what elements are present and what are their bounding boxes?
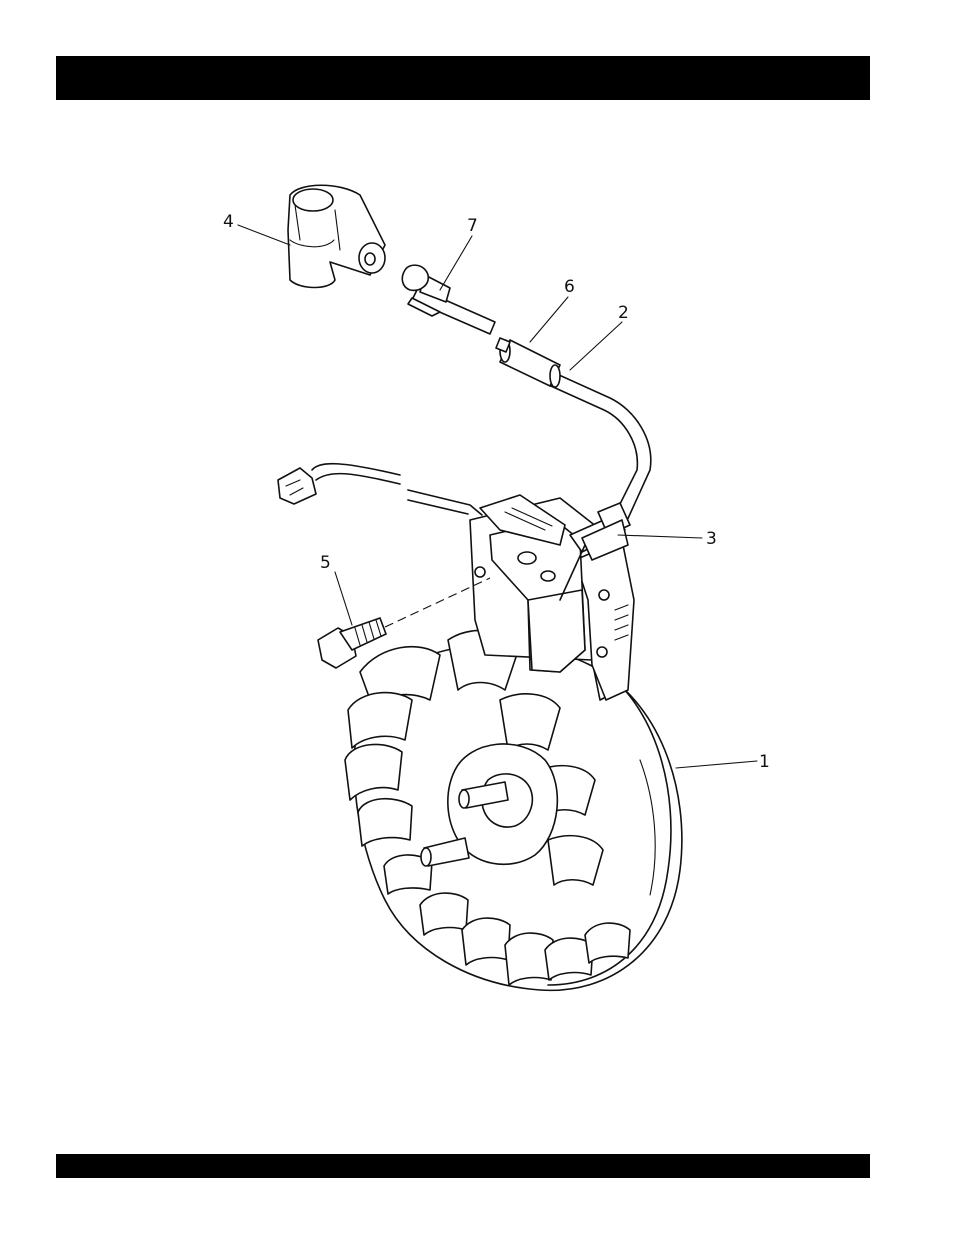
callout-4: 4 <box>223 212 234 232</box>
sleeve <box>496 338 560 387</box>
callout-5: 5 <box>320 553 331 573</box>
callout-2: 2 <box>618 303 629 323</box>
callout-7: 7 <box>467 216 478 236</box>
spark-plug-cap <box>288 185 385 287</box>
callout-6: 6 <box>564 277 575 297</box>
callout-3: 3 <box>706 529 717 549</box>
footer-bar <box>56 1154 870 1178</box>
callout-1: 1 <box>759 752 770 772</box>
flywheel <box>345 630 682 990</box>
ground-wire <box>278 464 482 515</box>
